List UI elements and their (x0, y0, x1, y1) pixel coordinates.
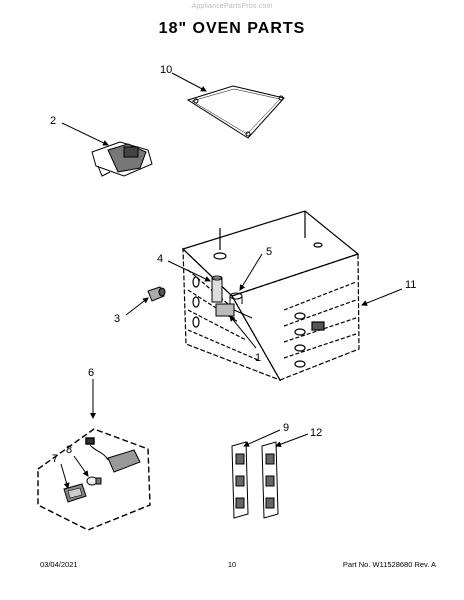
leader-3 (125, 297, 149, 316)
footer-date: 03/04/2021 (40, 560, 78, 569)
part-11-oven-cavity (181, 210, 360, 382)
leader-2 (61, 122, 109, 146)
part-2-switch (91, 141, 153, 177)
part-5-connector (229, 292, 243, 304)
leader-1 (229, 315, 257, 349)
part-7-lens (63, 483, 87, 503)
footer-page-number: 10 (227, 560, 237, 569)
leader-5 (239, 253, 263, 291)
part-3-socket (147, 286, 166, 302)
footer-part-number: Part No. W11528680 Rev. A (342, 560, 436, 569)
leader-8 (73, 455, 89, 477)
callout-3: 3 (114, 313, 120, 325)
callout-9: 9 (283, 422, 289, 434)
callout-10: 10 (160, 64, 172, 76)
leader-11 (361, 288, 403, 306)
leader-10 (171, 72, 207, 92)
callout-12: 12 (310, 427, 322, 439)
callout-7: 7 (52, 453, 58, 465)
leader-7 (60, 463, 70, 489)
part-10-top-panel (186, 85, 285, 139)
page-title: 18" OVEN PARTS (158, 20, 306, 37)
callout-4: 4 (157, 253, 163, 265)
part-1-element (215, 303, 253, 319)
leader-4 (167, 260, 211, 282)
watermark: AppliancePartsPros.com (191, 3, 273, 10)
callout-2: 2 (50, 115, 56, 127)
leader-12 (275, 433, 309, 448)
part-12-bracket (261, 441, 279, 519)
part-8-bulb (86, 476, 102, 486)
callout-11: 11 (405, 279, 416, 291)
part-6-light-assembly (37, 428, 151, 531)
callout-8: 8 (66, 444, 72, 456)
callout-5: 5 (266, 246, 272, 258)
leader-9 (243, 429, 281, 447)
part-9-bracket (231, 441, 249, 519)
callout-6: 6 (88, 367, 94, 379)
part-4-sensor (211, 275, 223, 303)
callout-1: 1 (255, 352, 261, 364)
